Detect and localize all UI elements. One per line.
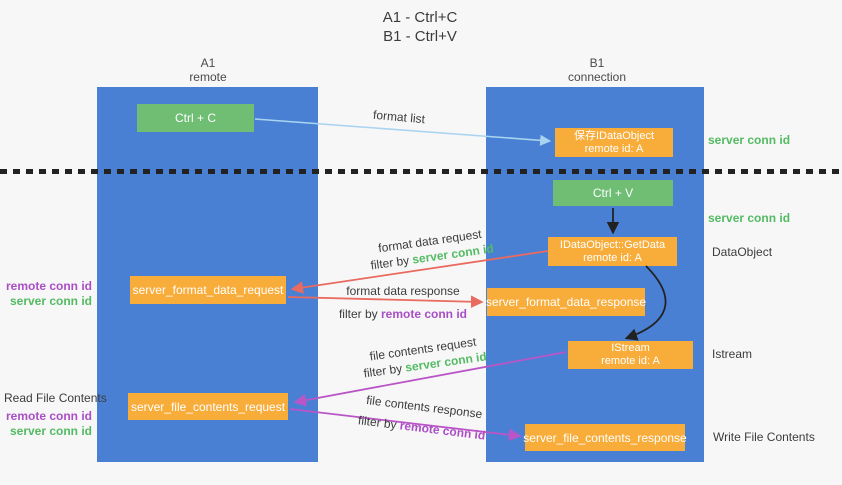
node-ctrl-c-label: Ctrl + C [174,111,216,125]
filter-by-text: filter by [338,307,378,321]
node-file-response-label: server_file_contents_response [523,430,687,445]
column-header-a1: A1 remote [148,56,268,84]
format-response-filter-label: filter by remote conn id [337,306,469,322]
node-ctrl-v-label: Ctrl + V [592,186,634,200]
remote-conn-id-text: remote conn id [381,307,468,321]
filter-by-text: filter by [369,253,410,273]
node-file-request-label: server_file_contents_request [130,399,286,414]
remote-conn-id-text: remote conn id [399,418,487,443]
title-line-2: B1 - Ctrl+V [383,28,457,45]
dataobject-annotation: DataObject [712,245,773,259]
remote-conn-id-annotation: remote conn id [6,279,93,293]
remote-conn-id-annotation: remote conn id [6,409,93,423]
node-save-idataobject-line2: remote id: A [584,142,644,155]
write-file-contents-label: Write File Contents [713,430,815,444]
column-a1-name: A1 [200,56,216,70]
server-conn-id-annotation: server conn id [9,294,92,308]
title-line-1: A1 - Ctrl+C [382,9,458,26]
node-ctrl-c: Ctrl + C [137,104,254,132]
node-server-format-data-request: server_format_data_request [130,276,286,304]
node-istream-line2: remote id: A [601,355,660,367]
column-header-b1: B1 connection [537,56,657,84]
node-getdata-line1: IDataObject::GetData [559,238,666,251]
column-a1-subtitle: remote [189,70,227,84]
left-conn-id-annotation-top: remote conn id server conn id [6,279,92,309]
server-conn-id-annotation: server conn id [9,424,92,438]
format-data-response-label-group: format data response filter by remote co… [337,283,469,322]
istream-annotation: Istream [712,347,753,361]
filter-by-text: filter by [362,361,403,381]
format-data-response-label: format data response [346,284,460,298]
file-contents-response-label-group: file contents response filter by remote … [350,390,495,444]
format-list-label: format list [372,107,426,127]
node-save-idataobject: 保存IDataObject remote id: A [555,128,673,157]
left-conn-id-annotation-bottom: remote conn id server conn id [6,409,92,439]
format-data-request-label-group: format data request filter by server con… [355,223,508,276]
node-getdata-line2: remote id: A [583,251,642,264]
node-ctrl-v: Ctrl + V [553,180,673,206]
session-divider-dotted-line [0,169,842,174]
read-file-contents-label: Read File Contents [4,391,107,405]
right-server-conn-id-annotation-1: server conn id [708,133,791,147]
node-server-format-data-response: server_format_data_response [485,288,647,316]
file-contents-request-label-group: file contents request filter by server c… [351,331,496,382]
node-server-file-contents-response: server_file_contents_response [523,424,687,451]
diagram-title: A1 - Ctrl+C B1 - Ctrl+V [320,8,520,46]
node-format-request-label: server_format_data_request [132,283,284,297]
right-server-conn-id-annotation-2: server conn id [708,211,791,225]
node-save-idataobject-line1: 保存IDataObject [573,129,655,142]
node-idataobject-getdata: IDataObject::GetData remote id: A [548,237,677,266]
node-istream-line1: IStream [611,342,650,354]
column-b1-subtitle: connection [567,70,627,84]
node-istream: IStream remote id: A [568,341,693,369]
node-server-file-contents-request: server_file_contents_request [128,393,288,420]
filter-by-text: filter by [357,413,398,432]
node-format-response-label: server_format_data_response [485,295,647,309]
column-b1-name: B1 [589,56,605,70]
